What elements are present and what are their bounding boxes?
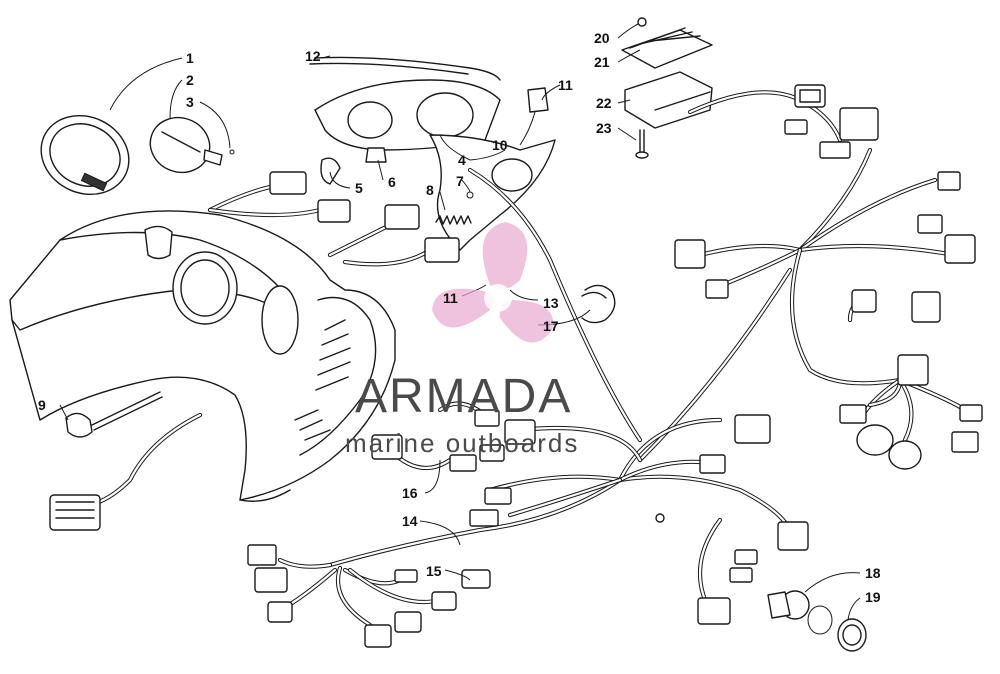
propeller-logo: [432, 222, 554, 343]
callout-6: 6: [388, 174, 396, 190]
callout-18: 18: [865, 565, 881, 581]
armada-watermark: ARMADA marine outboards: [345, 222, 579, 458]
switch-and-nut: [581, 284, 867, 652]
callout-19: 19: [865, 589, 881, 605]
bolt: [65, 391, 163, 438]
callout-20: 20: [594, 30, 610, 46]
logo-blade: [482, 222, 528, 289]
logo-hub: [484, 284, 512, 312]
callout-16: 16: [402, 485, 418, 501]
callout-11-mid: 11: [443, 290, 458, 306]
callout-1: 1: [186, 50, 194, 66]
callout-2: 2: [186, 72, 194, 88]
logo-blade: [499, 300, 554, 343]
callout-5: 5: [355, 180, 363, 196]
watermark-brand: ARMADA: [355, 370, 572, 423]
callout-labels: 1 2 3 4 5 6 7 8 9 10 11 11 12 13 14 15 1…: [38, 30, 881, 605]
harness-connectors: [49, 84, 983, 648]
voltage-regulator: [621, 17, 713, 159]
callout-21: 21: [594, 54, 610, 70]
callout-7: 7: [456, 173, 464, 189]
callout-12: 12: [305, 48, 321, 64]
callout-11-top: 11: [558, 77, 573, 93]
logo-blade: [432, 288, 494, 328]
speedometer-assembly: [40, 114, 235, 196]
wire-harness: [87, 90, 968, 628]
hood-housing: [9, 210, 396, 502]
callout-10: 10: [492, 137, 508, 153]
callout-8: 8: [426, 182, 434, 198]
hood-vents: [294, 319, 351, 441]
callout-22: 22: [596, 95, 612, 111]
callout-13: 13: [543, 295, 559, 311]
headlight-assembly: [309, 56, 556, 251]
callout-23: 23: [596, 120, 612, 136]
spring: [435, 215, 472, 225]
callout-17: 17: [543, 318, 559, 334]
callout-14: 14: [402, 513, 418, 529]
watermark-tagline: marine outboards: [345, 428, 579, 458]
callout-15: 15: [426, 563, 442, 579]
callout-4: 4: [458, 152, 466, 168]
callout-3: 3: [186, 94, 194, 110]
callout-9: 9: [38, 397, 46, 413]
leader-lines: [59, 23, 861, 621]
